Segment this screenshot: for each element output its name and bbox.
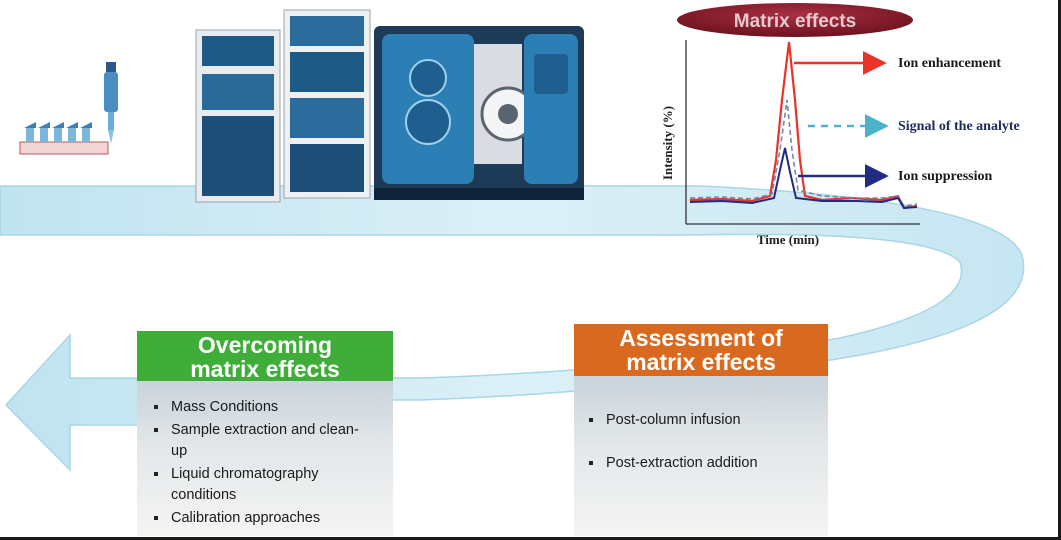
sample-tray-illustration [19,62,118,155]
list-item: Liquid chromatography conditions [145,464,361,506]
pipette-icon [104,62,118,144]
list-item: Post-extraction addition [580,453,820,474]
overcoming-header: Overcoming matrix effects [137,331,393,381]
analyte-trace [689,99,918,207]
matrix-effects-title: Matrix effects [734,11,857,32]
y-axis-label: Intensity (%) [660,106,675,180]
suppression-trace [689,147,918,210]
overcoming-list: Mass Conditions Sample extraction and cl… [145,397,385,531]
title-ellipse [677,3,913,37]
assessment-list: Post-column infusion Post-extraction add… [580,410,820,496]
chart-axes [685,40,920,225]
overcoming-title-line2: matrix effects [190,356,340,382]
ion-suppression-label: Ion suppression [898,169,993,184]
overcoming-title-line1: Overcoming [197,332,333,358]
signal-analyte-label: Signal of the analyte [898,119,1020,134]
enhancement-trace [689,41,918,210]
assessment-box: Post-column infusion Post-extraction add… [574,324,828,536]
list-item: Sample extraction and clean-up [145,420,361,462]
list-item: Post-column infusion [580,410,820,431]
list-item: Mass Conditions [145,397,385,418]
assessment-title-line2: matrix effects [626,349,776,375]
overcoming-box-body: Mass Conditions Sample extraction and cl… [137,381,393,536]
lc-ms-instrument-illustration [195,9,584,203]
lc-stack-icon [195,9,371,203]
assessment-title-line1: Assessment of [619,325,783,351]
overcoming-box: Mass Conditions Sample extraction and cl… [137,331,393,536]
tube-rack-icon [19,122,109,155]
x-axis-label: Time (min) [757,232,819,247]
mass-spectrometer-icon [374,26,584,200]
assessment-box-body: Post-column infusion Post-extraction add… [574,376,828,536]
assessment-header: Assessment of matrix effects [574,324,828,376]
list-item: Calibration approaches [145,508,385,529]
ion-enhancement-label: Ion enhancement [898,56,1001,71]
matrix-effects-panel: Matrix effects Intensity (%) Time (min) … [660,3,1020,247]
